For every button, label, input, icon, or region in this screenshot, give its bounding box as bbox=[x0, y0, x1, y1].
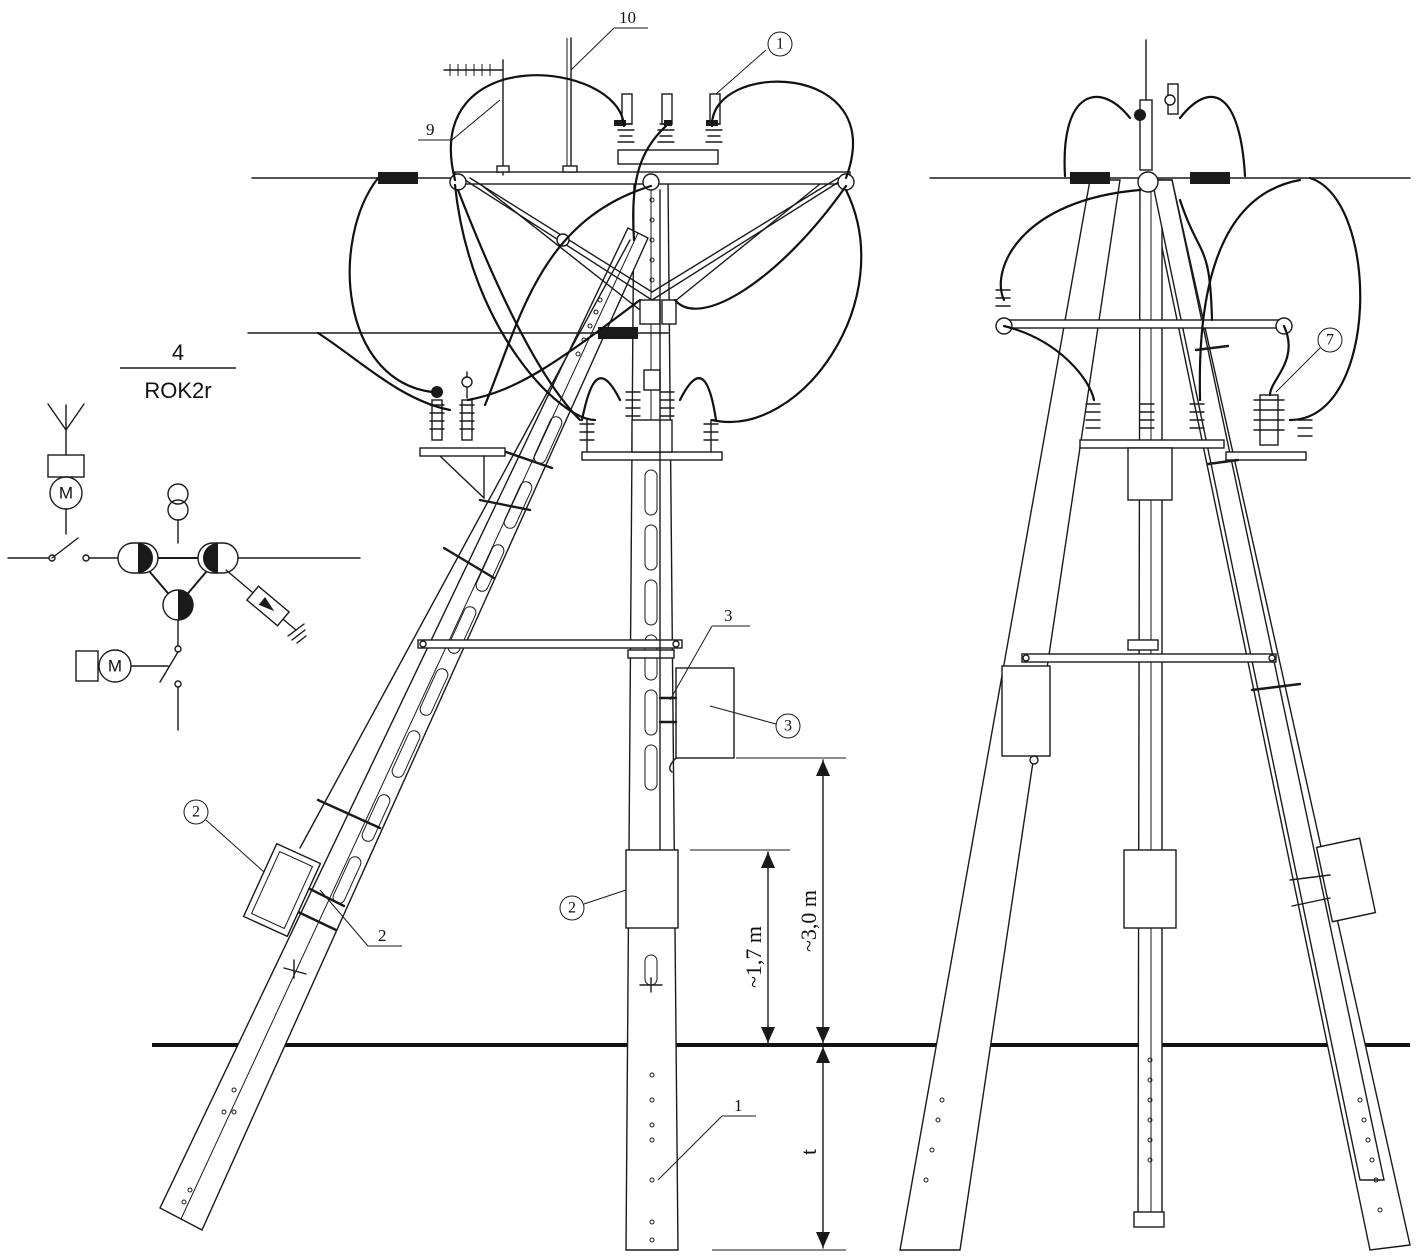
left-disconnector bbox=[419, 371, 506, 499]
antenna-mast-10 bbox=[562, 37, 578, 173]
schematic-type-number: 4 bbox=[172, 340, 184, 365]
left-disconnector-symbol bbox=[7, 537, 119, 562]
motor-drive-top: M bbox=[49, 476, 83, 535]
dimension-3m-label: ~3,0 m bbox=[796, 890, 821, 952]
callout-2-circle-left: 2 bbox=[183, 799, 265, 873]
callout-1-plain: 1 bbox=[657, 1096, 756, 1181]
antenna-mast-9 bbox=[443, 59, 510, 176]
top-crossarm bbox=[449, 171, 855, 311]
breaker-right bbox=[197, 542, 239, 574]
callout-2-plain-label: 2 bbox=[378, 926, 387, 945]
line-insulator-top bbox=[251, 172, 451, 184]
ring-bus-symbol bbox=[117, 542, 361, 621]
schematic-type-code: ROK2r bbox=[144, 378, 211, 403]
jumper-wires bbox=[316, 74, 863, 423]
dimension-17m: ~1,7 m bbox=[690, 849, 790, 1044]
callout-1-plain-label: 1 bbox=[734, 1096, 743, 1115]
step-handles bbox=[283, 959, 663, 993]
callout-10: 10 bbox=[570, 8, 648, 71]
schematic-symbol: 4 ROK2r M bbox=[7, 340, 361, 731]
breaker-bottom bbox=[162, 589, 194, 621]
bottom-disconnector-symbol bbox=[159, 619, 182, 731]
callout-3-label: 3 bbox=[784, 718, 792, 735]
antenna-icon bbox=[47, 403, 85, 478]
callout-3-plain-label: 3 bbox=[724, 606, 733, 625]
callout-9: 9 bbox=[418, 99, 501, 141]
callout-3: 3 bbox=[709, 705, 801, 739]
callout-3-plain: 3 bbox=[669, 606, 750, 701]
top-disconnector-unit bbox=[614, 93, 723, 165]
callout-1: 1 bbox=[715, 31, 793, 95]
motor-label-bottom: M bbox=[108, 657, 122, 676]
callout-9-label: 9 bbox=[426, 120, 435, 139]
pole-holes bbox=[649, 1072, 655, 1243]
callout-7-label: 7 bbox=[1326, 332, 1334, 349]
transformer-icon bbox=[167, 483, 189, 544]
callout-10-label: 10 bbox=[619, 8, 636, 27]
motor-label-top: M bbox=[59, 484, 73, 503]
callout-2-circle-left-label: 2 bbox=[192, 804, 200, 821]
dimension-depth-label: t bbox=[796, 1149, 821, 1155]
bottom-breaker-block bbox=[579, 369, 723, 461]
front-view-pole bbox=[159, 37, 863, 1251]
surge-arrester-7 bbox=[1253, 394, 1313, 446]
side-pole-holes bbox=[923, 1057, 1383, 1213]
callout-2-plain: 2 bbox=[319, 889, 402, 947]
callout-7: 7 bbox=[1275, 327, 1343, 393]
cabinet-2-leaning bbox=[242, 239, 631, 938]
motor-drive-bottom: M bbox=[75, 649, 169, 683]
middle-crossarm bbox=[417, 639, 683, 659]
callout-2-circle-front-label: 2 bbox=[568, 900, 576, 917]
dimension-depth: t bbox=[712, 1046, 846, 1251]
side-view-pole bbox=[899, 39, 1411, 1251]
pole-bolt-column bbox=[649, 197, 655, 283]
cabinet-3 bbox=[658, 667, 735, 773]
dimension-17m-label: ~1,7 m bbox=[741, 926, 766, 988]
callout-2-circle-front: 2 bbox=[559, 889, 627, 921]
surge-arrester-icon bbox=[225, 569, 307, 644]
breaker-left bbox=[117, 542, 159, 574]
dimension-3m: ~3,0 m bbox=[736, 757, 846, 1044]
callout-1-label: 1 bbox=[776, 36, 784, 53]
cabinet-2-front bbox=[625, 189, 679, 929]
